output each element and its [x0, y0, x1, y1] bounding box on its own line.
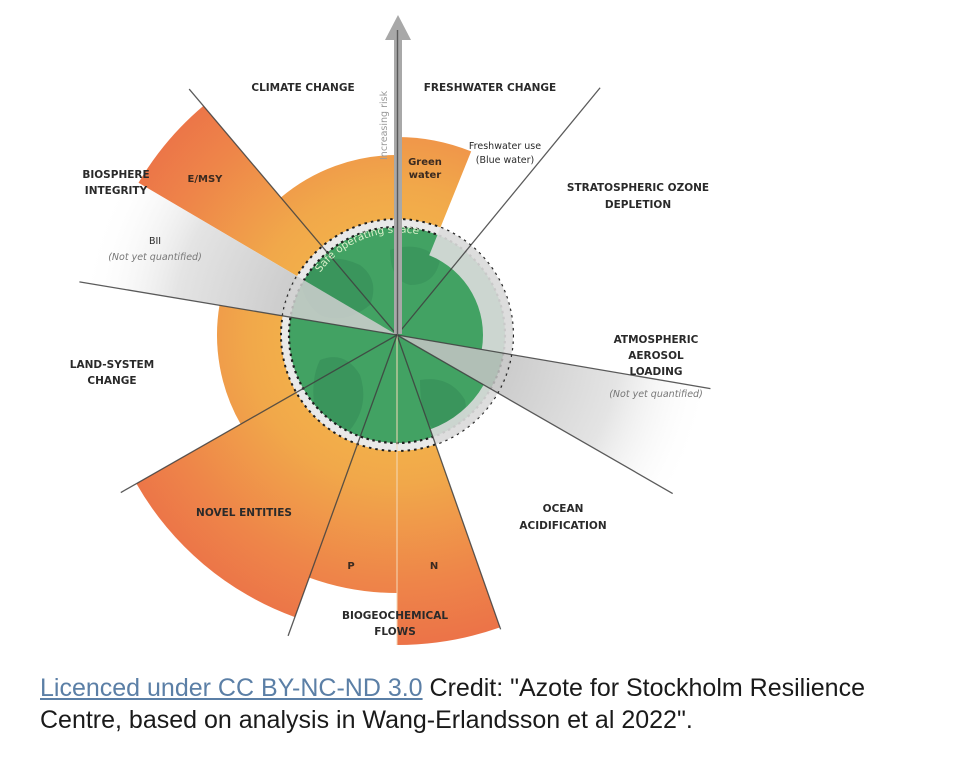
label-ozone-1: STRATOSPHERIC OZONE	[567, 182, 709, 194]
label-aerosol-3: LOADING	[629, 366, 682, 378]
divider-freshwater-ozone	[396, 87, 601, 336]
label-biosphere-1: BIOSPHERE	[82, 169, 149, 181]
label-bgc-1: BIOGEOCHEMICAL	[342, 610, 448, 622]
label-land-system-1: LAND-SYSTEM	[70, 359, 154, 371]
label-biosphere-2: INTEGRITY	[85, 185, 148, 197]
label-emsy: E/MSY	[188, 174, 224, 185]
divider-novel-land	[120, 334, 398, 494]
label-bgc-2: FLOWS	[374, 626, 416, 638]
label-n: N	[430, 561, 438, 572]
label-bii: BII	[149, 236, 161, 247]
increasing-risk-label: Increasing risk	[379, 90, 390, 160]
globe-overlay-outer-ring-east	[429, 227, 513, 355]
label-aerosol-note: (Not yet quantified)	[609, 389, 703, 400]
increasing-risk-arrow	[385, 15, 411, 335]
label-freshwater-change: FRESHWATER CHANGE	[424, 82, 556, 94]
label-green-water-2: water	[409, 170, 442, 181]
divider-bgc-novel	[287, 334, 398, 637]
caption: Licenced under CC BY-NC-ND 3.0 Credit: "…	[40, 672, 940, 736]
label-green-water-1: Green	[408, 157, 442, 168]
planetary-boundaries-diagram: Safe operating space Increasing risk CLI…	[70, 15, 713, 645]
label-ozone-2: DEPLETION	[605, 199, 671, 211]
divider-ocean-bgc	[396, 334, 502, 630]
license-link[interactable]: Licenced under CC BY-NC-ND 3.0	[40, 674, 423, 702]
label-p: P	[347, 561, 354, 572]
label-aerosol-1: ATMOSPHERIC	[614, 334, 699, 346]
globe-overlay-outer-ring-southeast	[430, 384, 498, 445]
divider-aerosol-ocean	[396, 334, 673, 495]
label-aerosol-2: AEROSOL	[628, 350, 684, 362]
label-bii-note: (Not yet quantified)	[108, 252, 202, 263]
label-climate-change: CLIMATE CHANGE	[251, 82, 354, 94]
label-ocean-2: ACIDIFICATION	[519, 520, 606, 532]
label-land-system-2: CHANGE	[87, 375, 136, 387]
label-blue-water-2: (Blue water)	[476, 155, 535, 166]
sector-dividers	[79, 87, 711, 645]
globe-grey-overlays	[282, 227, 513, 445]
label-novel-entities: NOVEL ENTITIES	[196, 507, 292, 519]
divider-biosphere-climate	[188, 88, 398, 336]
label-ocean-1: OCEAN	[543, 503, 584, 515]
globe-overlay-aerosol	[397, 335, 512, 393]
label-blue-water-1: Freshwater use	[469, 141, 541, 152]
credit-text: Credit: "Azote for Stockholm Resilience …	[40, 674, 865, 734]
divider-ozone-aerosol	[396, 334, 711, 390]
divider-land-biosphere	[79, 281, 398, 336]
